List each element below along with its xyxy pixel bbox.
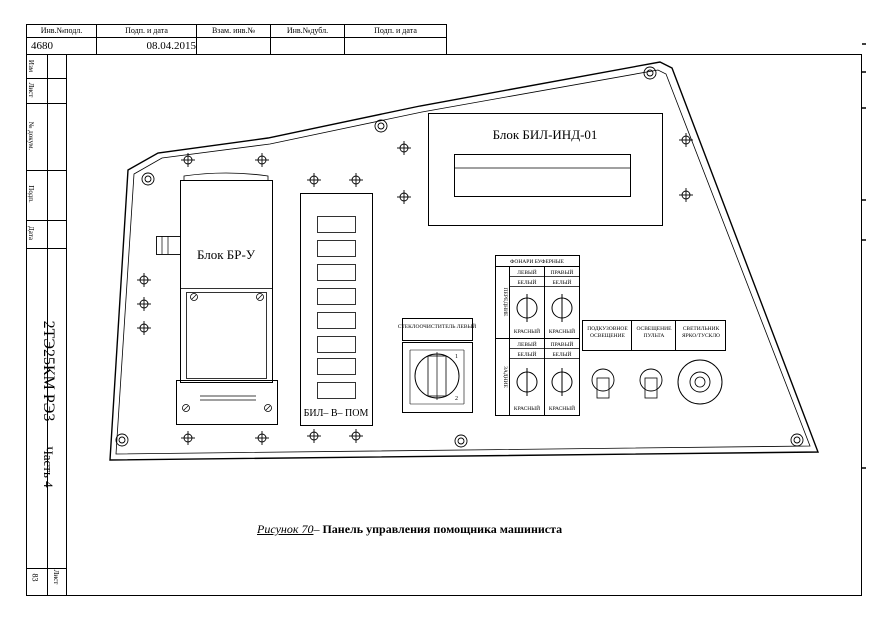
bil-ind-title: Блок БИЛ-ИНД-01	[493, 127, 598, 142]
rear-right-red: КРАСНЫЙ	[549, 404, 575, 412]
rear-right-white: БЕЛЫЙ	[553, 350, 572, 358]
front-left-red: КРАСНЫЙ	[514, 327, 540, 335]
stamp-header-podp-data: Подп. и дата	[125, 26, 168, 35]
rear-left-label: ЛЕВЫЙ	[517, 340, 537, 348]
stamp-header-vzam-inv: Взам. инв.№	[211, 26, 256, 35]
stamp-inv-number: 4680	[31, 40, 53, 52]
front-right-white: БЕЛЫЙ	[553, 278, 572, 286]
rear-left-red: КРАСНЫЙ	[514, 404, 540, 412]
bil-v-pom-label: БИЛ– В– ПОМ	[304, 408, 369, 419]
rear-label: ЗАДНИЕ	[502, 366, 508, 388]
rear-right-label: ПРАВЫЙ	[551, 340, 574, 348]
rear-left-white: БЕЛЫЙ	[518, 350, 537, 358]
underbody-light-label: ПОДКУЗОВНОЕ ОСВЕЩЕНИЕ	[587, 326, 628, 339]
stamp-date: 08.04.2015	[146, 40, 197, 52]
stamp-header-inv-dubl: Инв.№дубл.	[286, 26, 329, 35]
front-left-label: ЛЕВЫЙ	[517, 268, 537, 276]
figure-separator: –	[313, 522, 323, 536]
wiper-pos-1: 1	[455, 354, 458, 360]
lamp-label: СВЕТИЛЬНИК ЯРКО/ТУСКЛО	[681, 326, 721, 339]
figure-number: Рисунок 70	[257, 522, 314, 536]
console-light-label: ОСВЕЩЕНИЕ ПУЛЬТА	[636, 326, 672, 339]
front-right-red: КРАСНЫЙ	[549, 327, 575, 335]
front-left-white: БЕЛЫЙ	[518, 278, 537, 286]
front-label: ПЕРЕДНИЕ	[502, 288, 508, 317]
br-u-title: Блок БР-У	[197, 247, 256, 262]
wiper-pos-2: 2	[455, 396, 458, 402]
front-right-label: ПРАВЫЙ	[551, 268, 574, 276]
figure-title: Панель управления помощника машиниста	[322, 522, 563, 536]
stamp-header-inv-podl: Инв.№подл.	[40, 26, 83, 35]
figure-caption: Рисунок 70– Панель управления помощника …	[257, 522, 737, 537]
buffer-lights-title: ФОНАРИ БУФЕРНЫЕ	[510, 259, 565, 265]
stamp-header-podp-data-2: Подп. и дата	[374, 26, 417, 35]
wiper-label: СТЕКЛООЧИСТИТЕЛЬ ЛЕВЫЙ	[398, 322, 477, 330]
